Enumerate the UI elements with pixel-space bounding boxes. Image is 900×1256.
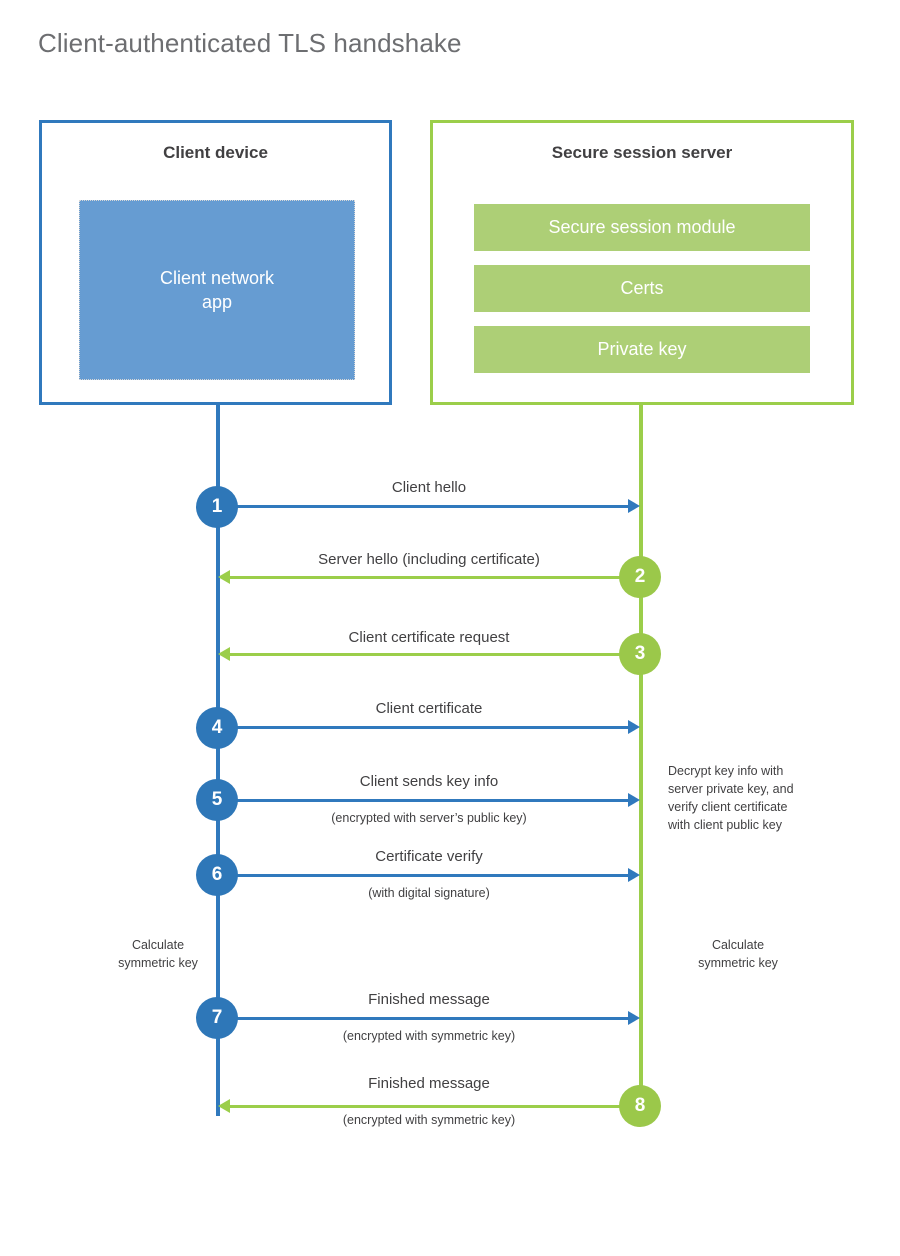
step-8-label: Finished message: [368, 1075, 490, 1092]
step-4-badge: 4: [196, 707, 238, 749]
step-1-badge: 1: [196, 486, 238, 528]
step-2-badge: 2: [619, 556, 661, 598]
step-8-badge: 8: [619, 1085, 661, 1127]
step-6-sublabel: (with digital signature): [368, 886, 490, 900]
step-5-badge: 5: [196, 779, 238, 821]
step-4-arrow-line: [218, 726, 630, 729]
server-module-secure-session-module: Secure session module: [474, 204, 810, 251]
step-5-sublabel: (encrypted with server’s public key): [331, 811, 527, 825]
server-lifeline: [639, 404, 643, 1107]
step-7-label: Finished message: [368, 991, 490, 1008]
step-6-badge: 6: [196, 854, 238, 896]
step-2-arrow-line: [230, 576, 640, 579]
client-device-title: Client device: [163, 143, 268, 162]
step-3-badge: 3: [619, 633, 661, 675]
step-5-label: Client sends key info: [359, 773, 499, 790]
step-7-badge: 7: [196, 997, 238, 1039]
page-title: Client-authenticated TLS handshake: [38, 28, 462, 58]
step-2-label: Server hello (including certificate): [318, 551, 540, 568]
step-4-label: Client certificate: [375, 700, 483, 717]
step-3-arrow-line: [230, 653, 640, 656]
step-2-arrow-head-icon: [218, 570, 230, 584]
step-6-arrow-line: [218, 874, 630, 877]
step-1-arrow-head-icon: [628, 499, 640, 513]
client-lifeline: [216, 404, 220, 1116]
server-module-certs: Certs: [474, 265, 810, 312]
step-8-arrow-head-icon: [218, 1099, 230, 1113]
step-3-arrow-head-icon: [218, 647, 230, 661]
step-1-label: Client hello: [391, 479, 467, 496]
step-4-arrow-head-icon: [628, 720, 640, 734]
server-module-private-key: Private key: [474, 326, 810, 373]
step-5-arrow-head-icon: [628, 793, 640, 807]
step-6-label: Certificate verify: [375, 848, 483, 865]
secure-session-server-title: Secure session server: [551, 143, 733, 162]
step-7-arrow-head-icon: [628, 1011, 640, 1025]
step-5-arrow-line: [218, 799, 630, 802]
step-8-sublabel: (encrypted with symmetric key): [342, 1113, 516, 1127]
step-1-arrow-line: [218, 505, 630, 508]
step-8-arrow-line: [230, 1105, 640, 1108]
step-7-sublabel: (encrypted with symmetric key): [342, 1029, 516, 1043]
step-7-arrow-line: [218, 1017, 630, 1020]
step-3-label: Client certificate request: [348, 629, 510, 646]
secure-session-server-box: Secure session server Secure session mod…: [430, 120, 854, 405]
step-6-arrow-head-icon: [628, 868, 640, 882]
